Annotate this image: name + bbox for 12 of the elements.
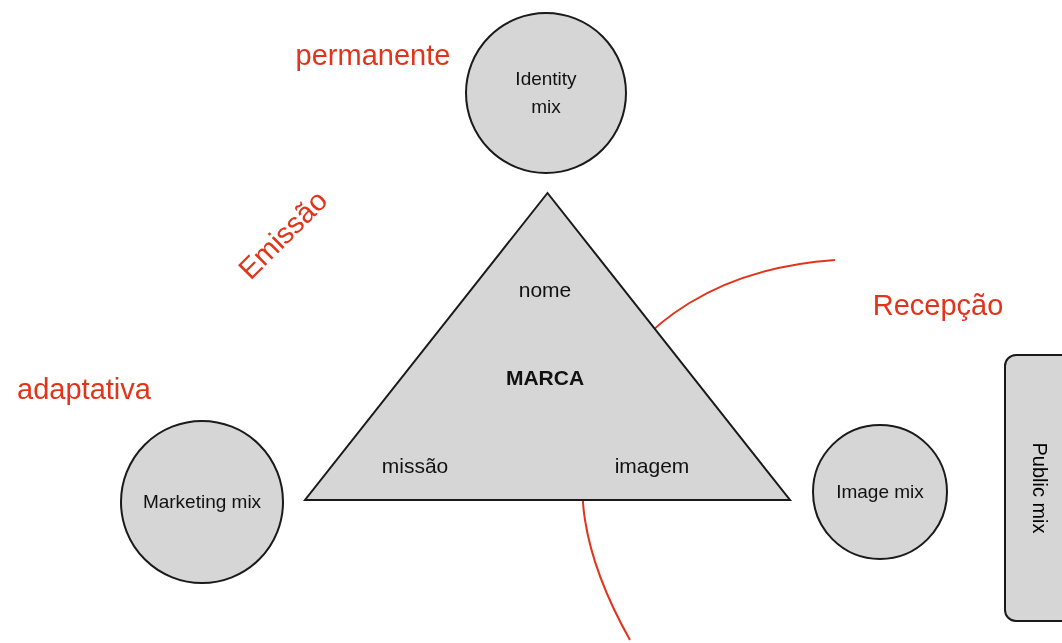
node-label: Public mix	[1027, 442, 1051, 534]
node-label: Marketing mix	[142, 490, 262, 515]
node-label: MARCA	[505, 366, 585, 390]
node-label: Identity mix	[514, 67, 578, 119]
node-label: imagem	[614, 454, 690, 478]
node-label: missão	[381, 454, 449, 478]
node-label: Image mix	[836, 480, 924, 505]
annotation-label: Recepção	[872, 288, 1004, 322]
annotation-label: permanente	[295, 38, 451, 72]
rounded-box	[1004, 354, 1062, 622]
annotation-label: adaptativa	[17, 372, 151, 406]
node-label: nome	[518, 278, 572, 302]
